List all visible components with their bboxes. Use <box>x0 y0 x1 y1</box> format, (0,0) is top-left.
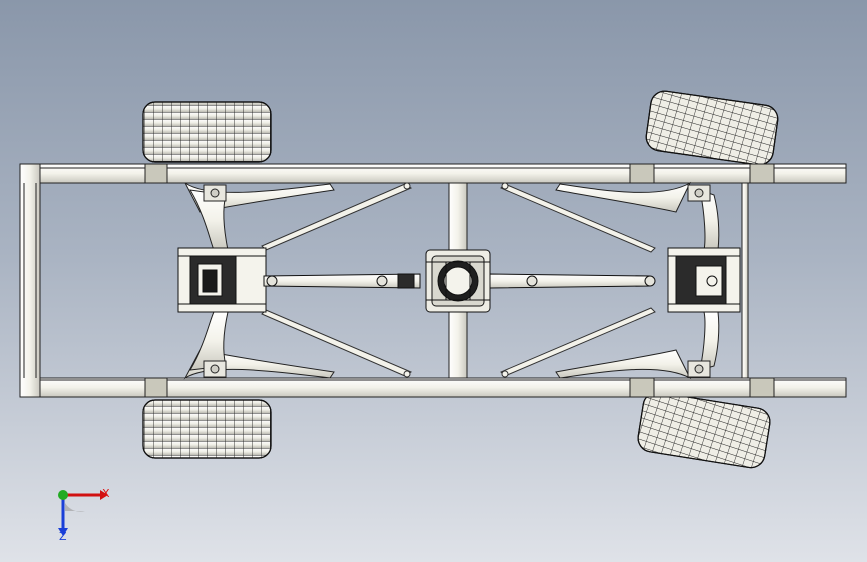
differential[interactable] <box>425 249 491 313</box>
front-hub-carrier[interactable] <box>177 247 267 313</box>
front-left-wheel[interactable] <box>142 101 272 163</box>
front-right-wheel[interactable] <box>142 399 272 459</box>
rear-hub-carrier[interactable] <box>667 247 741 313</box>
suspension-arms[interactable] <box>183 181 720 380</box>
rear-left-wheel[interactable] <box>644 89 779 166</box>
chassis-frame[interactable] <box>19 163 847 398</box>
x-axis-label: X <box>102 487 110 500</box>
rear-right-wheel[interactable] <box>636 390 772 469</box>
drive-shaft[interactable] <box>263 273 656 289</box>
z-axis-label: Z <box>59 530 67 543</box>
frame-braces <box>261 182 656 378</box>
